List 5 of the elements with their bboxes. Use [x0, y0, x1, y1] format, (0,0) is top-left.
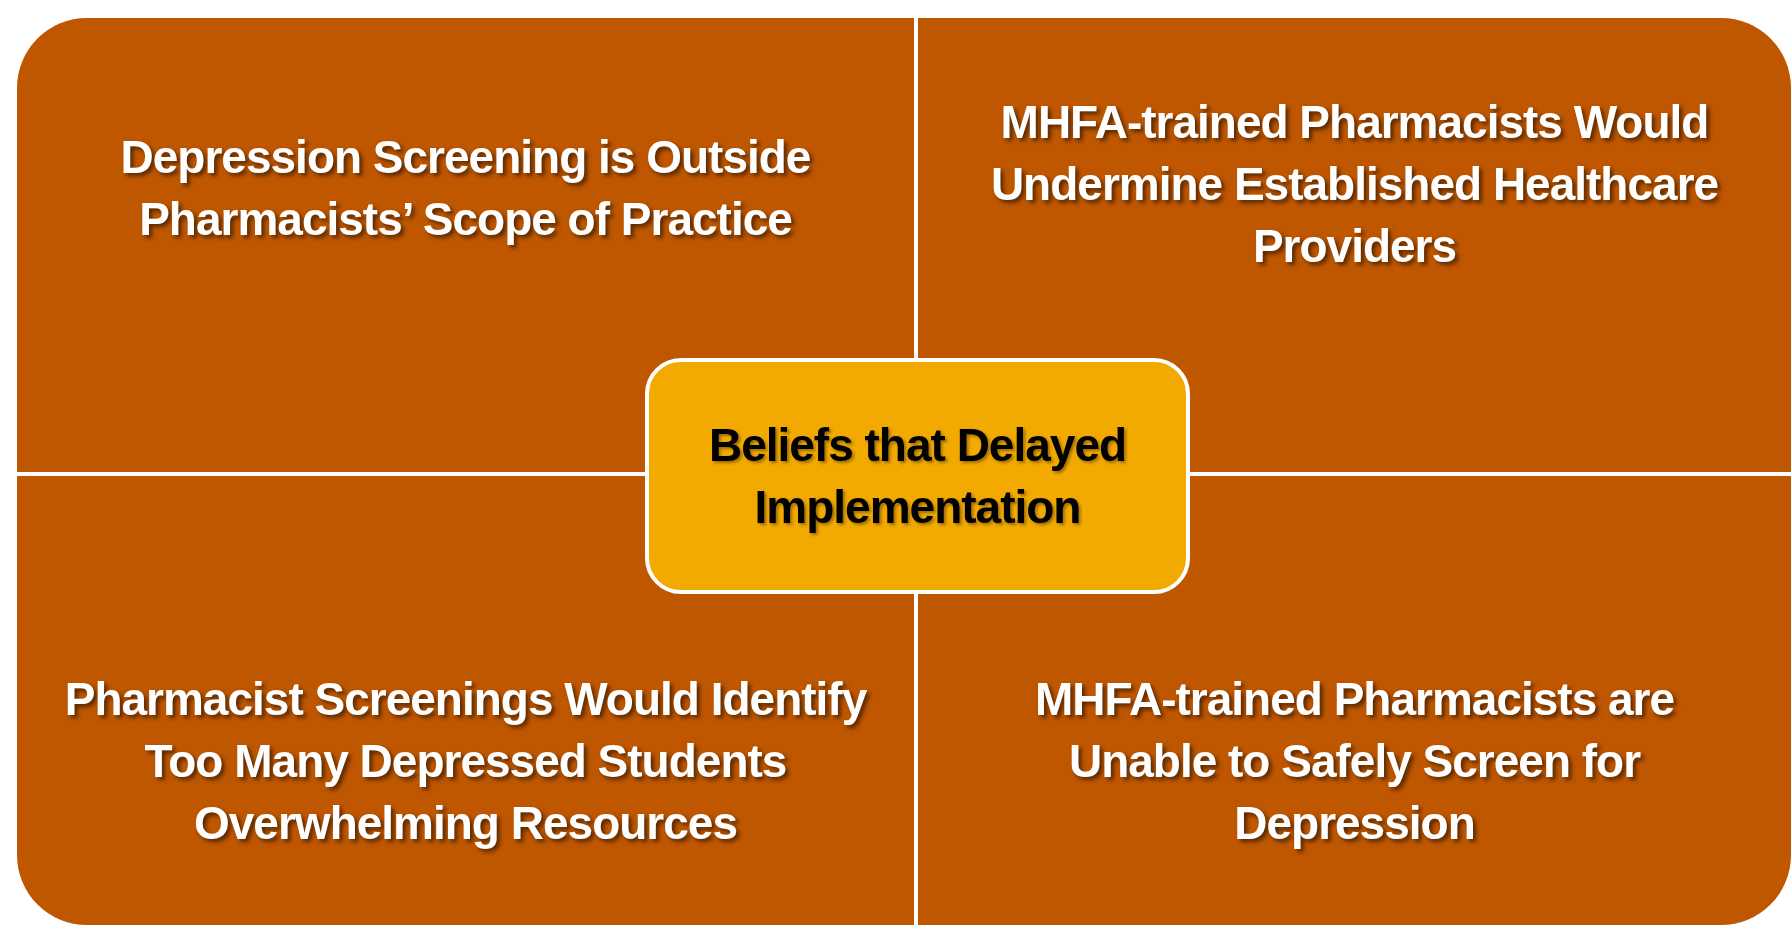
statement-text: MHFA-trained Pharmacists Would Undermine Established Healthcare Providers: [989, 95, 1720, 274]
statement-text: Depression Screening is Outside Pharmacists’ Scope of Practice: [119, 130, 812, 247]
center-box: Beliefs that Delayed Implementation: [645, 358, 1190, 594]
statement-text: MHFA-trained Pharmacists are Unable to Safely Screen for Depression: [1033, 672, 1676, 851]
statement-text: Pharmacist Screenings Would Identify Too Many Depressed Students Overwhelming Resources: [63, 672, 868, 851]
